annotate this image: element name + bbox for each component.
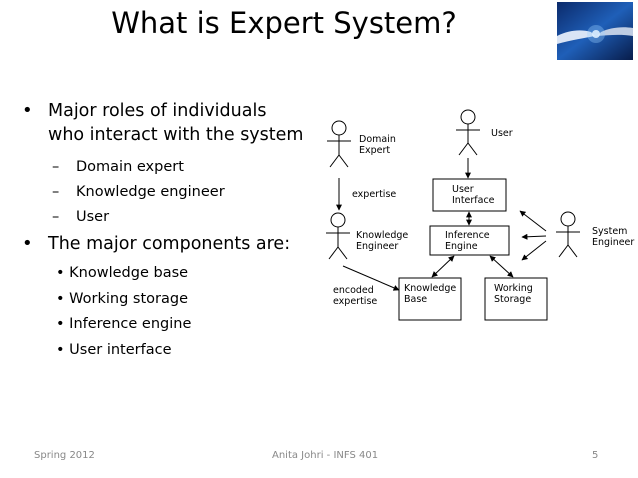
inference-to-kb-arrow bbox=[431, 255, 455, 278]
list-item: –Domain expert bbox=[52, 159, 184, 175]
role-knowledge-engineer: Knowledge engineer bbox=[76, 184, 225, 200]
component-user-interface: User interface bbox=[69, 342, 172, 358]
robot-hand-image bbox=[557, 2, 633, 60]
page-number: 5 bbox=[592, 450, 599, 461]
role-user: User bbox=[76, 209, 110, 225]
knowledge-engineer-actor-icon bbox=[326, 212, 350, 260]
inference-to-ws-arrow bbox=[489, 255, 514, 278]
sysengineer-to-ui-arrow bbox=[519, 210, 547, 232]
footer-date: Spring 2012 bbox=[34, 450, 95, 461]
component-knowledge-base: Knowledge base bbox=[69, 265, 189, 281]
slide-title: What is Expert System? bbox=[111, 6, 457, 40]
expertise-label: expertise bbox=[352, 189, 396, 200]
system-engineer-actor-icon bbox=[556, 211, 580, 258]
list-item: • Knowledge base bbox=[56, 265, 189, 281]
bullet-dot: • bbox=[22, 100, 33, 121]
user-interface-box bbox=[432, 178, 507, 212]
list-item: • User interface bbox=[56, 342, 172, 358]
inference-engine-box bbox=[429, 225, 510, 256]
list-item: –Knowledge engineer bbox=[52, 184, 225, 200]
engineer-to-kb-arrow bbox=[342, 265, 400, 291]
list-item: • Working storage bbox=[56, 291, 189, 307]
user-actor-icon bbox=[456, 109, 480, 156]
bullet-dot: • bbox=[22, 233, 33, 254]
knowledge-base-box bbox=[398, 277, 462, 321]
sysengineer-to-inference-arrow bbox=[521, 233, 547, 240]
component-working-storage: Working storage bbox=[69, 291, 189, 307]
user-label: User bbox=[491, 128, 513, 139]
role-domain-expert: Domain expert bbox=[76, 159, 184, 175]
domain-expert-actor-icon bbox=[327, 120, 351, 168]
sysengineer-to-ws-arrow bbox=[521, 240, 547, 261]
list-item: • Inference engine bbox=[56, 316, 192, 332]
list-item: –User bbox=[52, 209, 110, 225]
bullet-components-heading: The major components are: bbox=[48, 234, 291, 254]
bullet-roles-line1: Major roles of individuals bbox=[48, 101, 267, 121]
footer-author: Anita Johri - INFS 401 bbox=[272, 450, 379, 461]
working-storage-box bbox=[484, 277, 548, 321]
bullet-roles-line2: who interact with the system bbox=[48, 125, 304, 145]
component-inference-engine: Inference engine bbox=[69, 316, 192, 332]
